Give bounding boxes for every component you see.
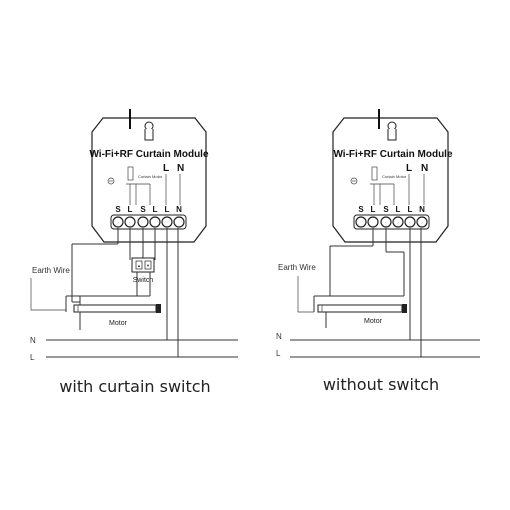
right-earth-wire-label: Earth Wire xyxy=(278,263,316,272)
right-terminal-block xyxy=(353,214,430,230)
right-motor: Motor xyxy=(317,304,407,325)
right-module-N: N xyxy=(421,163,428,174)
left-term-label-1: S xyxy=(115,205,121,214)
left-line-L-label: L xyxy=(30,353,35,362)
left-screw-4 xyxy=(149,216,161,228)
left-screw-6 xyxy=(173,216,185,228)
right-term-label-1: S xyxy=(358,205,364,214)
right-module-L: L xyxy=(406,163,412,174)
right-term-label-5: L xyxy=(408,205,413,214)
right-screw-3 xyxy=(380,216,392,228)
right-screw-5 xyxy=(404,216,416,228)
left-wires xyxy=(30,228,179,340)
left-switch-up-icon: ▲ xyxy=(137,263,141,268)
right-motor-tag: Curtain Motor xyxy=(382,174,407,179)
left-supply-lines: N L xyxy=(30,334,238,362)
left-motor-tag: Curtain Motor xyxy=(138,174,163,179)
right-screw-2 xyxy=(367,216,379,228)
right-screw-1 xyxy=(355,216,367,228)
right-mount-hole xyxy=(387,121,397,141)
right-term-label-4: L xyxy=(396,205,401,214)
left-term-label-3: S xyxy=(140,205,146,214)
left-ground-symbol xyxy=(107,177,115,185)
right-line-L-label: L xyxy=(276,349,281,358)
right-line-N-label: N xyxy=(276,332,282,341)
left-screw-5 xyxy=(161,216,173,228)
left-line-N-label: N xyxy=(30,336,36,345)
left-module-L: L xyxy=(163,163,169,174)
right-term-label-3: S xyxy=(383,205,389,214)
left-term-label-5: L xyxy=(165,205,170,214)
left-curtain-module: Wi-Fi+RF Curtain Module Curtain Motor L … xyxy=(89,109,209,243)
left-inner-schematic: Curtain Motor L N xyxy=(107,163,184,205)
right-term-label-6: N xyxy=(419,205,425,214)
left-curtain-switch: ▲ ▼ Switch xyxy=(131,257,155,284)
right-term-label-2: L xyxy=(371,205,376,214)
left-motor-label: Motor xyxy=(109,320,128,327)
left-mount-hole xyxy=(144,121,154,141)
left-earth-wire-label: Earth Wire xyxy=(32,266,70,275)
left-term-label-2: L xyxy=(128,205,133,214)
left-term-label-6: N xyxy=(176,205,182,214)
left-module-title: Wi-Fi+RF Curtain Module xyxy=(89,149,209,160)
right-motor-label: Motor xyxy=(364,318,383,325)
left-caption: with curtain switch xyxy=(59,377,210,396)
left-motor: Motor xyxy=(73,304,161,330)
left-screw-2 xyxy=(124,216,136,228)
right-module-title: Wi-Fi+RF Curtain Module xyxy=(333,149,453,160)
right-curtain-module: Wi-Fi+RF Curtain Module Curtain Motor L … xyxy=(332,109,453,243)
left-switch-label: Switch xyxy=(133,277,154,284)
right-terminal-labels: S L S L L N xyxy=(358,205,425,214)
right-ground-symbol xyxy=(350,177,358,185)
left-module-N: N xyxy=(177,163,184,174)
right-wires xyxy=(297,228,422,357)
left-screw-1 xyxy=(112,216,124,228)
left-switch-down-icon: ▼ xyxy=(146,263,150,268)
left-term-label-4: L xyxy=(153,205,158,214)
left-screw-3 xyxy=(137,216,149,228)
left-terminal-block xyxy=(110,214,187,230)
right-caption: without switch xyxy=(323,375,439,394)
left-terminal-labels: S L S L L N xyxy=(115,205,182,214)
right-inner-schematic: Curtain Motor L N xyxy=(350,163,428,205)
left-diagram: Wi-Fi+RF Curtain Module Curtain Motor L … xyxy=(30,109,238,396)
right-screw-6 xyxy=(416,216,428,228)
right-supply-lines: N L xyxy=(276,332,480,358)
right-screw-4 xyxy=(392,216,404,228)
right-diagram: Wi-Fi+RF Curtain Module Curtain Motor L … xyxy=(276,109,480,394)
